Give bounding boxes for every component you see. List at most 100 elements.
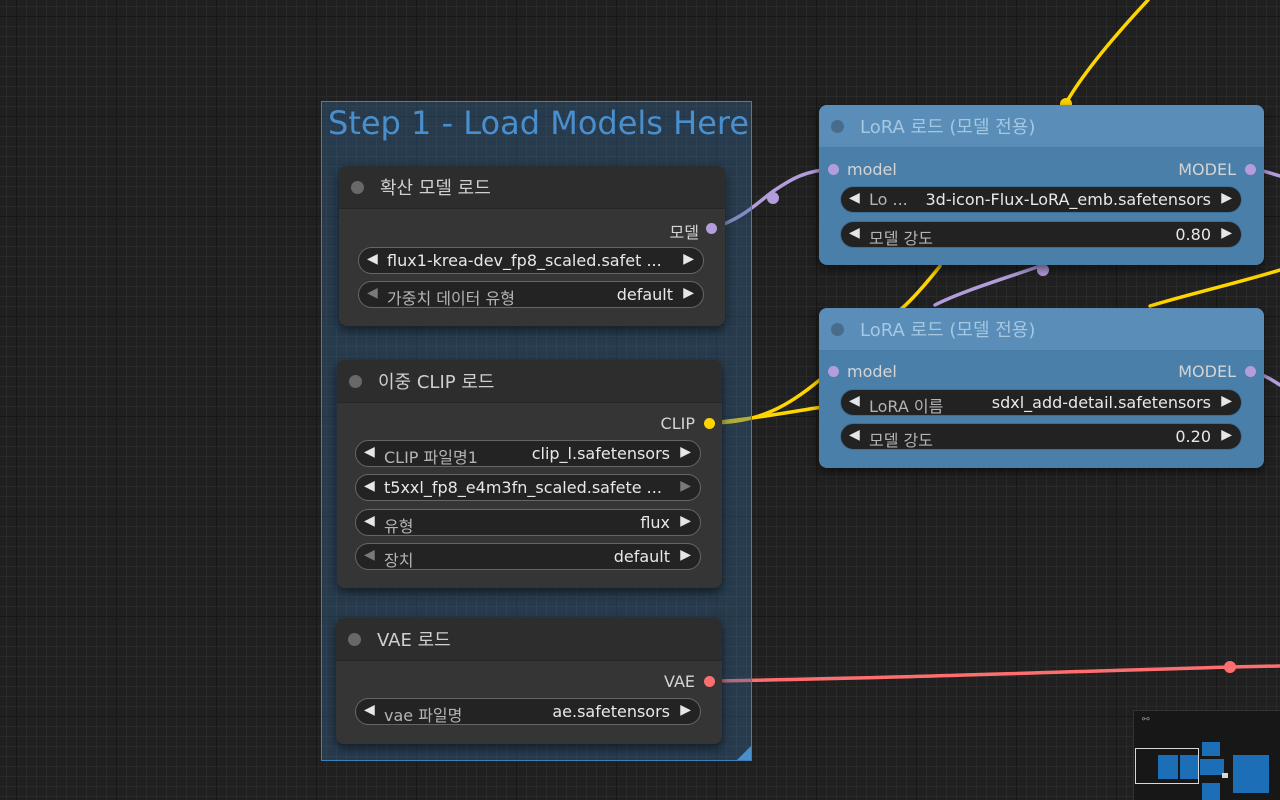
model-link-2[interactable]	[933, 264, 1042, 307]
prev-arrow-icon[interactable]: ◀	[364, 702, 375, 718]
next-arrow-icon[interactable]: ▶	[680, 513, 691, 529]
collapse-dot-icon[interactable]	[348, 632, 361, 646]
next-arrow-icon[interactable]: ▶	[680, 478, 691, 494]
widget-value: 0.80	[1175, 225, 1211, 244]
link-icon[interactable]: ⚯	[1142, 715, 1150, 725]
node-title-label: 확산 모델 로드	[380, 178, 491, 199]
node-title-label: 이중 CLIP 로드	[378, 372, 495, 393]
vae-link[interactable]	[708, 664, 1280, 683]
next-arrow-icon[interactable]: ▶	[1221, 393, 1232, 409]
widget-value: ae.safetensors	[552, 702, 670, 721]
output-slot-model[interactable]	[706, 223, 717, 234]
widget-value: clip_l.safetensors	[531, 444, 670, 463]
prev-arrow-icon[interactable]: ◀	[364, 513, 375, 529]
strength-model-number[interactable]: ◀ 모델 강도 0.80 ▶	[840, 221, 1242, 248]
weight-dtype-combo[interactable]: ◀ 가중치 데이터 유형 default ▶	[358, 281, 704, 308]
collapse-dot-icon[interactable]	[351, 180, 364, 194]
output-label-vae: VAE	[664, 672, 695, 691]
widget-value: flux	[640, 513, 670, 532]
output-label-model: MODEL	[1178, 160, 1236, 179]
lora-name-combo[interactable]: ◀ Lo ... 3d-icon-Flux-LoRA_emb.safetenso…	[840, 186, 1242, 213]
minimap-node	[1202, 742, 1220, 756]
node-title[interactable]: LoRA 로드 (모델 전용)	[819, 105, 1264, 148]
node-title[interactable]: VAE 로드	[336, 618, 722, 661]
input-label-model: model	[847, 160, 897, 179]
clip-link-behind-lora-2[interactable]	[898, 264, 942, 312]
lora-loader-node-2[interactable]: LoRA 로드 (모델 전용) model MODEL ◀ LoRA 이름 sd…	[819, 308, 1264, 468]
dual-clip-loader-node[interactable]: 이중 CLIP 로드 CLIP ◀ CLIP 파일명1 clip_l.safet…	[337, 360, 722, 588]
widget-value: default	[613, 547, 670, 566]
widget-value: t5xxl_fp8_e4m3fn_scaled.safete ...	[384, 478, 662, 497]
prev-arrow-icon[interactable]: ◀	[849, 190, 860, 206]
widget-label: vae 파일명	[384, 706, 463, 725]
output-slot-vae[interactable]	[704, 676, 715, 687]
prev-arrow-icon[interactable]: ◀	[367, 285, 378, 301]
widget-label: 모델 강도	[869, 229, 933, 248]
collapse-dot-icon[interactable]	[831, 119, 844, 133]
next-arrow-icon[interactable]: ▶	[1221, 190, 1232, 206]
minimap-node	[1233, 755, 1269, 793]
unet-name-combo[interactable]: ◀ flux1-krea-dev_fp8_scaled.safet ... ▶	[358, 247, 704, 274]
output-slot-model[interactable]	[1245, 366, 1256, 377]
group-title[interactable]: Step 1 - Load Models Here	[328, 104, 750, 142]
widget-label: LoRA 이름	[869, 397, 944, 416]
group-resize-handle[interactable]	[737, 746, 751, 760]
clip-name1-combo[interactable]: ◀ CLIP 파일명1 clip_l.safetensors ▶	[355, 440, 701, 467]
minimap-viewport[interactable]	[1135, 748, 1199, 784]
clip-name2-combo[interactable]: ◀ t5xxl_fp8_e4m3fn_scaled.safete ... ▶	[355, 474, 701, 501]
output-slot-model[interactable]	[1245, 164, 1256, 175]
vae-loader-node[interactable]: VAE 로드 VAE ◀ vae 파일명 ae.safetensors ▶	[336, 618, 722, 744]
output-label-model: 모델	[669, 223, 699, 242]
widget-label: 가중치 데이터 유형	[387, 289, 515, 308]
widget-value: sdxl_add-detail.safetensors	[991, 393, 1211, 412]
minimap-node	[1200, 759, 1224, 775]
minimap-node	[1158, 755, 1178, 779]
clip-link-behind-lora[interactable]	[1148, 268, 1280, 308]
prev-arrow-icon[interactable]: ◀	[364, 444, 375, 460]
node-title-label: VAE 로드	[377, 630, 451, 651]
collapse-dot-icon[interactable]	[831, 322, 844, 336]
next-arrow-icon[interactable]: ▶	[683, 285, 694, 301]
input-label-model: model	[847, 362, 897, 381]
widget-label: Lo ...	[869, 190, 908, 209]
node-title-label: LoRA 로드 (모델 전용)	[860, 320, 1036, 341]
strength-model-number[interactable]: ◀ 모델 강도 0.20 ▶	[840, 423, 1242, 450]
increment-arrow-icon[interactable]: ▶	[1221, 225, 1232, 241]
next-arrow-icon[interactable]: ▶	[680, 702, 691, 718]
prev-arrow-icon[interactable]: ◀	[364, 478, 375, 494]
input-slot-model[interactable]	[828, 164, 839, 175]
reroute-dot-model[interactable]	[767, 192, 779, 204]
next-arrow-icon[interactable]: ▶	[683, 251, 694, 267]
clip-type-combo[interactable]: ◀ 유형 flux ▶	[355, 509, 701, 536]
decrement-arrow-icon[interactable]: ◀	[849, 427, 860, 443]
unet-loader-node[interactable]: 확산 모델 로드 모델 ◀ flux1-krea-dev_fp8_scaled.…	[339, 166, 725, 326]
output-slot-clip[interactable]	[704, 418, 715, 429]
node-title[interactable]: 이중 CLIP 로드	[337, 360, 722, 403]
minimap[interactable]: ⚯	[1133, 710, 1280, 800]
widget-label: 모델 강도	[869, 431, 933, 450]
prev-arrow-icon[interactable]: ◀	[849, 393, 860, 409]
input-slot-model[interactable]	[828, 366, 839, 377]
prev-arrow-icon[interactable]: ◀	[367, 251, 378, 267]
prev-arrow-icon[interactable]: ◀	[364, 547, 375, 563]
lora-name-combo[interactable]: ◀ LoRA 이름 sdxl_add-detail.safetensors ▶	[840, 389, 1242, 416]
increment-arrow-icon[interactable]: ▶	[1221, 427, 1232, 443]
decrement-arrow-icon[interactable]: ◀	[849, 225, 860, 241]
node-title[interactable]: 확산 모델 로드	[339, 166, 725, 209]
clip-device-combo[interactable]: ◀ 장치 default ▶	[355, 543, 701, 570]
reroute-dot-vae[interactable]	[1224, 661, 1236, 673]
node-title[interactable]: LoRA 로드 (모델 전용)	[819, 308, 1264, 351]
vae-name-combo[interactable]: ◀ vae 파일명 ae.safetensors ▶	[355, 698, 701, 725]
next-arrow-icon[interactable]: ▶	[680, 547, 691, 563]
minimap-node	[1180, 755, 1198, 779]
widget-value: default	[616, 285, 673, 304]
next-arrow-icon[interactable]: ▶	[680, 444, 691, 460]
output-label-model: MODEL	[1178, 362, 1236, 381]
collapse-dot-icon[interactable]	[349, 374, 362, 388]
widget-label: CLIP 파일명1	[384, 448, 478, 467]
widget-value: 0.20	[1175, 427, 1211, 446]
node-title-label: LoRA 로드 (모델 전용)	[860, 117, 1036, 138]
clip-link-top[interactable]	[1064, 0, 1150, 105]
lora-loader-node-1[interactable]: LoRA 로드 (모델 전용) model MODEL ◀ Lo ... 3d-…	[819, 105, 1264, 265]
reroute-dot-model-2[interactable]	[1037, 264, 1049, 276]
